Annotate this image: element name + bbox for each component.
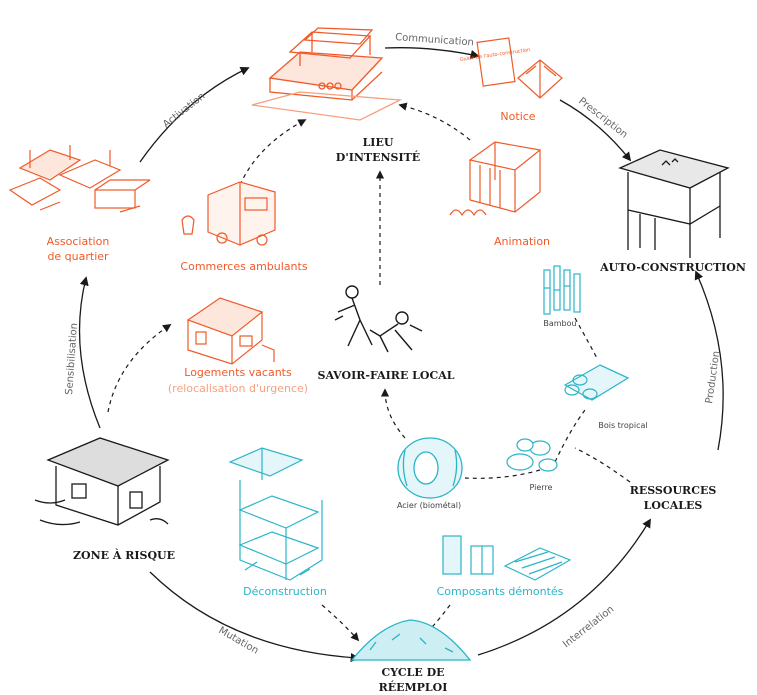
arc-interrelation xyxy=(477,518,651,656)
flow-prescription: Prescription xyxy=(576,96,629,141)
pierre-icon xyxy=(506,438,558,472)
flow-sensibilisation: Sensibilisation xyxy=(64,323,80,396)
link-animation-lieu xyxy=(398,102,471,141)
outer-cycle xyxy=(78,47,724,663)
actor-association-l2: de quartier xyxy=(47,250,109,263)
node-lieu-l1: LIEU xyxy=(363,136,394,149)
flow-labels: Communication Prescription Activation Se… xyxy=(64,32,722,657)
node-ressources-l2: LOCALES xyxy=(644,499,703,512)
material-bambou: Bambou xyxy=(543,319,576,328)
bois-tropical-icon xyxy=(563,364,630,401)
link-pierre-acier xyxy=(464,469,541,479)
notice-booklet-icon: Guide de l'auto-construction xyxy=(459,37,563,99)
node-savoir-faire: SAVOIR-FAIRE LOCAL xyxy=(318,369,455,382)
arc-prescription xyxy=(559,99,632,162)
node-cycle-l2: RÉEMPLOI xyxy=(379,680,448,694)
material-pierre: Pierre xyxy=(530,483,553,492)
arc-mutation xyxy=(149,571,360,663)
actor-deconstruction: Déconstruction xyxy=(243,585,327,598)
material-labels: Bambou Bois tropical Pierre Acier (biomé… xyxy=(397,319,648,510)
link-deconstruction-cycle xyxy=(321,604,360,642)
flow-production: Production xyxy=(704,350,722,404)
animation-frame-icon xyxy=(449,141,542,217)
link-acier-savoir xyxy=(380,388,406,439)
material-acier: Acier (biométal) xyxy=(397,500,461,510)
bambou-icon xyxy=(543,265,581,315)
arc-activation xyxy=(139,67,250,163)
link-bambou-bois xyxy=(574,317,599,361)
deconstruction-structure-icon xyxy=(228,447,323,581)
actor-labels: Association de quartier Commerces ambula… xyxy=(47,110,564,598)
node-zone-risque: ZONE À RISQUE xyxy=(73,548,175,562)
arc-production xyxy=(694,270,724,451)
arc-sensibilisation xyxy=(78,276,101,429)
composants-demontes-icon xyxy=(442,535,572,581)
link-zone-logements xyxy=(107,324,172,413)
acier-coil-icon xyxy=(397,437,463,499)
flow-communication: Communication xyxy=(395,32,474,48)
link-commerces-lieu xyxy=(239,119,307,186)
actor-notice: Notice xyxy=(500,110,535,123)
flow-mutation: Mutation xyxy=(217,625,261,657)
actor-logements-l1: Logements vacants xyxy=(184,366,292,379)
actor-association-l1: Association xyxy=(47,235,110,248)
actor-composants: Composants démontés xyxy=(437,585,564,598)
node-cycle-l1: CYCLE DE xyxy=(381,666,444,679)
actor-logements-l2: (relocalisation d'urgence) xyxy=(168,382,308,395)
link-pierre-bois xyxy=(554,409,586,463)
flow-activation: Activation xyxy=(161,91,207,130)
flow-interrelation: Interrelation xyxy=(561,604,616,650)
lieu-intensite-building-icon xyxy=(251,27,403,121)
commerces-ambulants-van-icon xyxy=(181,181,276,246)
arc-communication xyxy=(384,47,480,59)
auto-construction-shelter-icon xyxy=(618,149,730,258)
logements-vacants-house-icon xyxy=(186,297,275,365)
association-quartier-icon xyxy=(8,145,151,213)
actor-commerces: Commerces ambulants xyxy=(180,260,307,273)
link-ressources-pierre xyxy=(574,447,631,483)
node-auto-construction: AUTO-CONSTRUCTION xyxy=(599,261,746,274)
actor-animation: Animation xyxy=(494,235,550,248)
material-bois: Bois tropical xyxy=(598,421,647,430)
reemploi-heap-icon xyxy=(350,619,472,661)
savoir-faire-figures-icon xyxy=(334,285,423,353)
node-ressources-l1: RESSOURCES xyxy=(630,484,717,497)
node-labels: LIEU D'INTENSITÉ AUTO-CONSTRUCTION SAVOI… xyxy=(73,136,746,694)
node-lieu-l2: D'INTENSITÉ xyxy=(336,150,420,164)
zone-risque-house-icon xyxy=(34,437,170,526)
